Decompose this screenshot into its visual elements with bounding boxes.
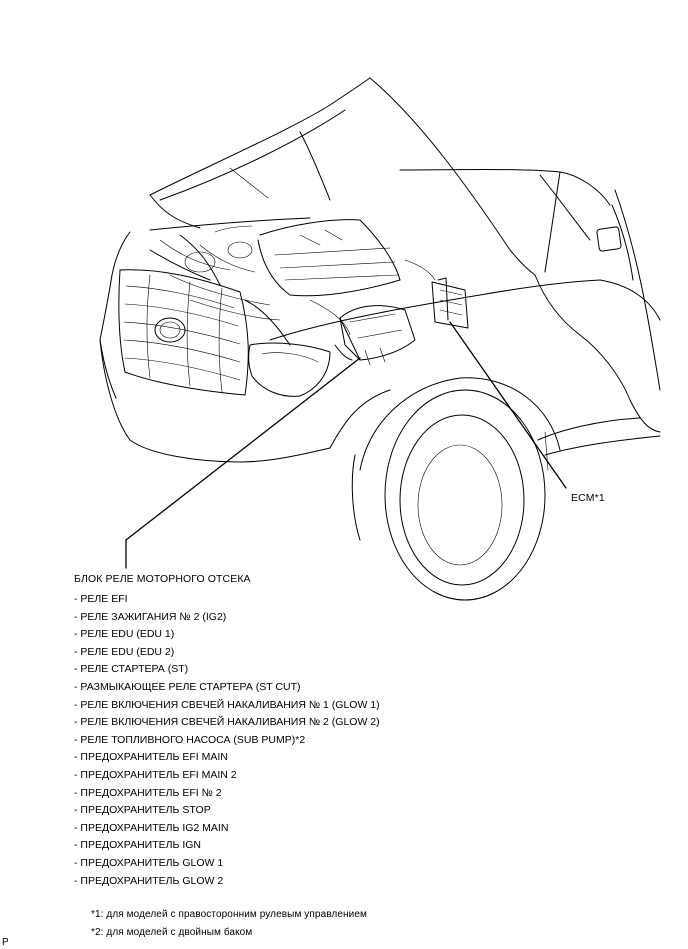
list-item: - ПРЕДОХРАНИТЕЛЬ IGN [74, 839, 201, 852]
list-item: - РЕЛЕ ТОПЛИВНОГО НАСОСА (SUB PUMP)*2 [74, 733, 306, 746]
page-mark: P [2, 937, 9, 948]
engine-room-relay-block [334, 305, 416, 366]
footnote-rhd: *1: для моделей с правосторонним рулевым… [91, 909, 367, 920]
ecm-leader-line [449, 321, 567, 489]
list-item: - РЕЛЕ ЗАЖИГАНИЯ № 2 (IG2) [74, 610, 227, 623]
list-item: - РЕЛЕ EDU (EDU 2) [74, 645, 175, 658]
leader-lines [125, 321, 567, 569]
relay-block-leader-line [125, 357, 361, 569]
ecm-callout-label: ECM*1 [571, 492, 605, 504]
raised-hood [149, 77, 536, 276]
list-item: - ПРЕДОХРАНИТЕЛЬ IG2 MAIN [74, 821, 229, 834]
list-item: - РЕЛЕ СТАРТЕРА (ST) [74, 663, 189, 676]
front-grille [99, 269, 291, 399]
engine-compartment [149, 217, 436, 336]
list-item: - ПРЕДОХРАНИТЕЛЬ STOP [74, 804, 211, 817]
list-item: - ПРЕДОХРАНИТЕЛЬ EFI MAIN [74, 751, 228, 764]
list-item: - РЕЛЕ ВКЛЮЧЕНИЯ СВЕЧЕЙ НАКАЛИВАНИЯ № 1 … [74, 698, 380, 711]
list-item: - ПРЕДОХРАНИТЕЛЬ GLOW 2 [74, 874, 224, 887]
list-item: - РЕЛЕ EFI [74, 593, 128, 605]
list-item: - РЕЛЕ ВКЛЮЧЕНИЯ СВЕЧЕЙ НАКАЛИВАНИЯ № 2 … [74, 716, 380, 729]
list-item: - ПРЕДОХРАНИТЕЛЬ EFI № 2 [74, 786, 222, 799]
list-item: - РЕЛЕ EDU (EDU 1) [74, 628, 175, 641]
list-item: - ПРЕДОХРАНИТЕЛЬ GLOW 1 [74, 856, 224, 869]
vehicle-body [99, 189, 661, 471]
front-wheel [351, 377, 561, 601]
windshield [399, 169, 634, 281]
list-item: - РАЗМЫКАЮЩЕЕ РЕЛЕ СТАРТЕРА (ST CUT) [74, 680, 301, 693]
relay-block-component-list: - РЕЛЕ EFI - РЕЛЕ ЗАЖИГАНИЯ № 2 (IG2) - … [74, 591, 380, 890]
headlight [248, 342, 331, 397]
ecm-unit [431, 277, 469, 329]
relay-block-title: БЛОК РЕЛЕ МОТОРНОГО ОТСЕКА [74, 573, 251, 585]
footnote-dual-tank: *2: для моделей с двойным баком [91, 927, 253, 938]
list-item: - ПРЕДОХРАНИТЕЛЬ EFI MAIN 2 [74, 768, 237, 781]
